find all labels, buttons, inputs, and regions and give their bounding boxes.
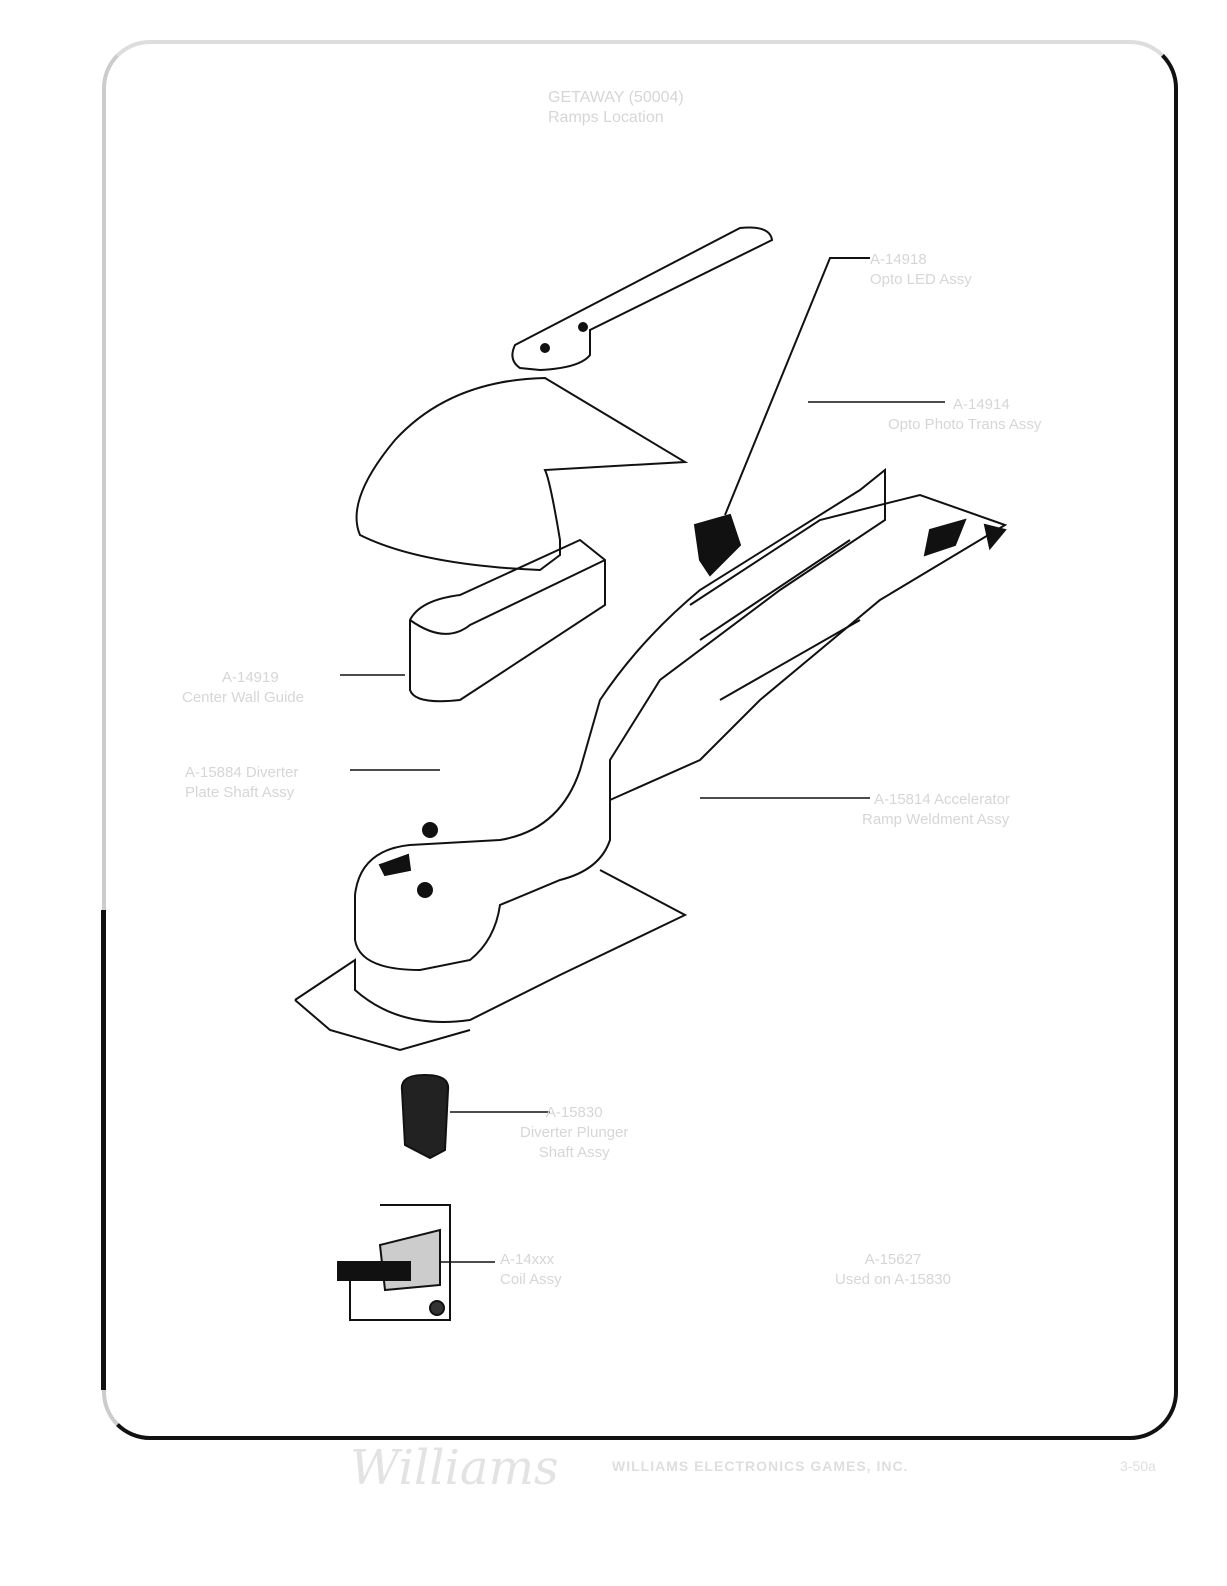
williams-logo: Williams: [350, 1440, 559, 1496]
center-wall-guide: [409, 538, 606, 703]
company-name: WILLIAMS ELECTRONICS GAMES, INC.: [612, 1458, 909, 1474]
base-ramp: [354, 467, 886, 972]
diverter-plunger: [400, 1073, 450, 1160]
page-number: 3-50a: [1120, 1458, 1156, 1474]
border-edge: [101, 910, 106, 1390]
diagram-title: GETAWAY (50004)Ramps Location: [548, 89, 684, 126]
opto-led: [693, 513, 742, 577]
ramp-flap-plate: [511, 226, 774, 372]
ramp-cover: [355, 376, 689, 572]
coil-bracket: [349, 1204, 451, 1321]
page-border: [102, 40, 1178, 1440]
